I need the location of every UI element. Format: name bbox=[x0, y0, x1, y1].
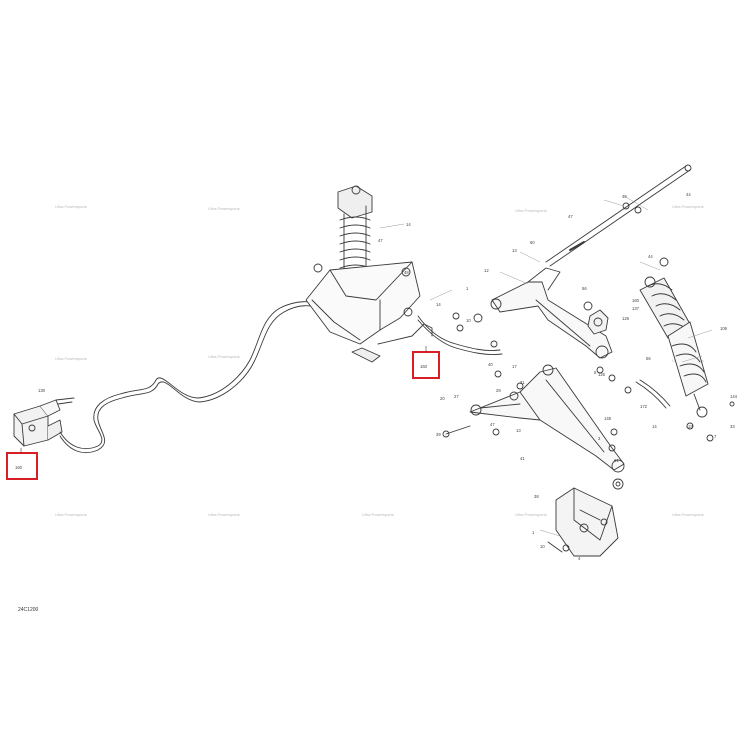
watermark: Ultra Powersports bbox=[208, 512, 240, 517]
part-label: 38 bbox=[534, 494, 539, 499]
watermark: Ultra Powersports bbox=[672, 512, 704, 517]
part-label: 14 bbox=[652, 424, 657, 429]
watermark: Ultra Powersports bbox=[208, 206, 240, 211]
part-label: 33 bbox=[730, 424, 735, 429]
watermark-group: Ultra Powersports Ultra Powersports Ultr… bbox=[55, 204, 704, 517]
part-label: 130 bbox=[38, 388, 46, 393]
part-label: 3 bbox=[598, 436, 601, 441]
watermark: Ultra Powersports bbox=[362, 512, 394, 517]
mounting-bracket bbox=[555, 487, 619, 557]
part-label: 126 bbox=[622, 316, 630, 321]
part-label: 44 bbox=[648, 254, 653, 259]
part-label: 17 bbox=[512, 364, 517, 369]
part-label: 137 bbox=[632, 306, 640, 311]
part-label: 47 bbox=[568, 214, 573, 219]
watermark: Ultra Powersports bbox=[208, 354, 240, 359]
part-label: 14 bbox=[406, 222, 411, 227]
watermark: Ultra Powersports bbox=[515, 208, 547, 213]
part-label: 61 bbox=[614, 458, 619, 463]
part-label: 13 bbox=[516, 428, 521, 433]
part-label: 148 bbox=[604, 416, 612, 421]
part-label: 41 bbox=[520, 456, 525, 461]
part-label: 13 bbox=[512, 248, 517, 253]
part-label: 172 bbox=[640, 404, 648, 409]
part-label: 10 bbox=[466, 318, 471, 323]
part-label: 4 bbox=[578, 556, 581, 561]
part-label: 56 bbox=[582, 286, 587, 291]
part-label: 160 bbox=[632, 298, 640, 303]
part-label: 56 bbox=[646, 356, 651, 361]
part-label: 14 bbox=[436, 302, 441, 307]
part-label: 1 bbox=[466, 286, 469, 291]
part-label: 124 bbox=[686, 424, 694, 429]
part-label: 47 bbox=[378, 238, 383, 243]
part-label: 49 bbox=[622, 194, 627, 199]
part-label: 60 bbox=[530, 240, 535, 245]
part-label: 10 bbox=[540, 544, 545, 549]
right-shock-absorber bbox=[639, 257, 709, 418]
watermark: Ultra Powersports bbox=[55, 204, 87, 209]
upper-a-arm bbox=[473, 267, 613, 359]
remote-hose bbox=[59, 301, 323, 454]
frame-bracket bbox=[305, 261, 433, 363]
part-label: 1 bbox=[532, 530, 535, 535]
part-label: 12 bbox=[484, 268, 489, 273]
part-label: 39 bbox=[436, 432, 441, 437]
highlight-callout-right[interactable]: 160 bbox=[412, 346, 440, 379]
diagram-reference-code: 24C1200 bbox=[18, 607, 39, 613]
highlight-box bbox=[6, 452, 38, 480]
lower-a-arm bbox=[469, 364, 625, 473]
part-label: 29 bbox=[496, 388, 501, 393]
long-bolt bbox=[545, 164, 692, 267]
part-label: 126 bbox=[598, 372, 606, 377]
part-label: 106 bbox=[720, 326, 728, 331]
hardware-parts bbox=[442, 202, 735, 553]
part-label: 27 bbox=[454, 394, 459, 399]
highlighted-part-label: 160 bbox=[420, 364, 428, 369]
part-label: 48 bbox=[404, 270, 409, 275]
part-label: 40 bbox=[488, 362, 493, 367]
part-label: 7 bbox=[714, 434, 717, 439]
watermark: Ultra Powersports bbox=[55, 512, 87, 517]
part-label: 31 bbox=[520, 380, 525, 385]
watermark: Ultra Powersports bbox=[672, 204, 704, 209]
leader-lines bbox=[379, 195, 713, 537]
part-labels: 44 49 47 60 13 44 12 1 14 10 56 126 40 1… bbox=[38, 192, 738, 561]
reservoir-canister bbox=[13, 397, 75, 447]
small-hose bbox=[417, 315, 671, 409]
highlighted-part-label: 160 bbox=[15, 465, 23, 470]
part-label: 144 bbox=[730, 394, 738, 399]
part-label: 20 bbox=[440, 396, 445, 401]
part-label: 44 bbox=[686, 192, 691, 197]
part-label: 5 bbox=[594, 370, 597, 375]
watermark: Ultra Powersports bbox=[55, 356, 87, 361]
highlight-callout-left[interactable]: 160 bbox=[6, 448, 38, 480]
part-label: 47 bbox=[490, 422, 495, 427]
watermark: Ultra Powersports bbox=[515, 512, 547, 517]
